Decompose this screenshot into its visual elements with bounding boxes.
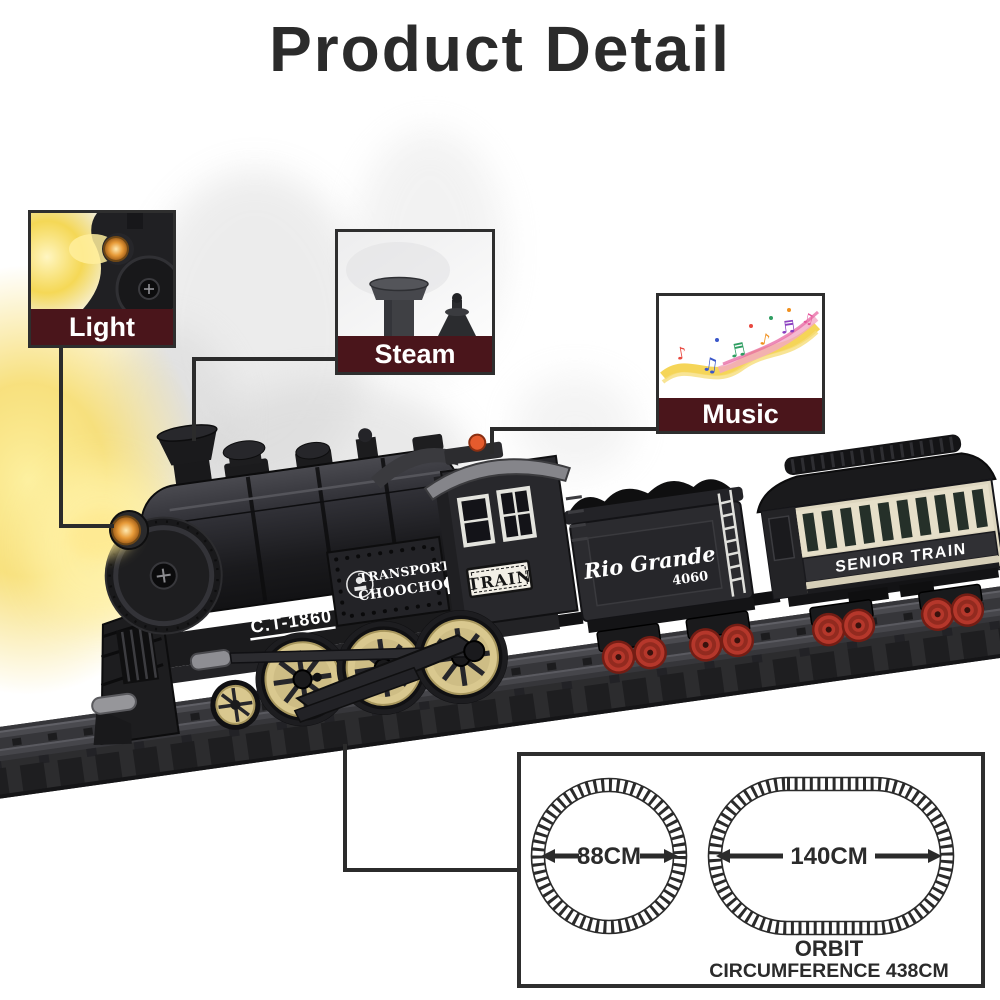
coach-windows [795,484,995,557]
music-connector-vertical [490,427,494,454]
steam-feature-photo [338,232,492,336]
music-feature-callout: ♪ ♫ ♬ ♪ ♬ ♫ Music [656,293,825,434]
oval-width-arrow [716,849,942,863]
track-and-train: SENIOR TRAIN [0,424,1000,806]
circle-diameter-arrow [541,849,678,863]
locomotive: TRANSPORT CHOOCHOO C.T-1860 [66,424,588,746]
lamp-icon [103,236,129,262]
cab-train-plate: TRAIN [465,559,534,599]
music-note-icon: ♫ [800,310,816,328]
light-label-band: Light [31,309,173,345]
side-rods [189,634,486,723]
orbit-connector-horizontal [343,868,521,872]
steam-label: Steam [374,339,456,369]
light-feature-callout: Light [28,210,176,348]
orbit-diagram: 88CM 140CM ORBIT CIRCUMFERENCE 438CM [517,752,985,988]
music-label-band: Music [659,398,822,431]
tender-panel [586,519,723,607]
light-connector-horizontal [59,524,114,528]
music-connector-horizontal [490,427,658,431]
light-label: Light [69,312,135,342]
builder-plate: TRANSPORT CHOOCHOO [325,535,457,628]
cab-roof [423,458,571,501]
cab-roof-awning [371,448,459,489]
cab-windows [456,485,538,548]
steam-connector-horizontal [192,357,337,361]
orbit-caption-line2: CIRCUMFERENCE 438CM [709,960,948,982]
music-notes-icon: ♪ ♫ ♬ ♪ ♬ ♫ [674,308,816,377]
front-coupler [91,692,137,715]
headlight-lamp-icon [111,515,142,546]
smokestack [156,424,218,491]
tender-rim [564,486,744,525]
music-note-icon: ♬ [728,339,748,363]
coal-tender: Rio Grande 4060 [554,479,757,677]
orbit-caption-line1: ORBIT [795,936,864,961]
cab-roof-vent [444,441,504,465]
coach-lower-stripe [805,555,999,590]
steam-feature-callout: Steam [335,229,495,375]
passenger-coach: SENIOR TRAIN [749,434,1000,650]
tender-number-label: 4060 [671,569,709,589]
music-note-icon: ♫ [700,353,720,377]
music-feature-photo: ♪ ♫ ♬ ♪ ♬ ♫ [659,296,822,398]
plate-logo-icon [346,570,374,599]
music-ribbon [660,310,821,384]
orbit-connector-vertical [343,744,347,872]
light-feature-photo [31,213,173,309]
steam-label-band: Steam [338,336,492,372]
small-funnel-icon [438,293,476,336]
smokestack-detail-icon [369,276,429,336]
coal-load [568,479,733,513]
steam-connector-vertical [192,357,196,441]
music-note-icon: ♪ [758,329,771,349]
light-connector-vertical [59,346,63,528]
steam-domes [222,428,444,482]
coach-vestibule [761,507,808,599]
music-label: Music [702,399,779,429]
circle-diameter-label: 88CM [577,843,641,870]
cab-roof-button-icon [468,433,487,452]
page-title: Product Detail [269,13,731,85]
cab: TRAIN [423,433,588,628]
music-note-icon: ♪ [674,343,688,365]
oval-width-label: 140CM [790,843,867,870]
tender-ladder [717,489,747,597]
cab-side-vents [565,495,588,542]
headlight [66,509,150,559]
coach-roof [756,434,997,514]
tender-coupler [554,611,584,628]
music-note-icon: ♬ [779,317,797,339]
